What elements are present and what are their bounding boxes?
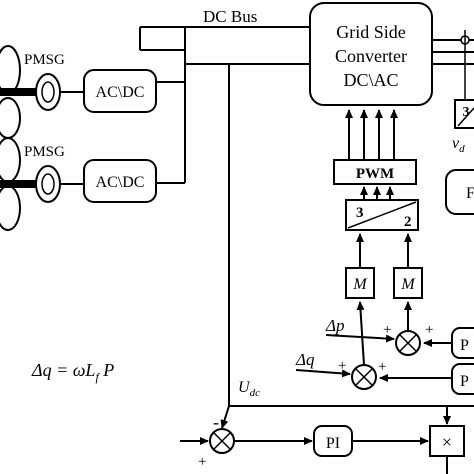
pmsg-2-label: PMSG [24, 144, 65, 160]
transform-in-label: 3 [356, 205, 364, 221]
dp-plus-right: + [425, 322, 433, 338]
multiplier-label: × [442, 432, 452, 452]
modulator-1-label: M [352, 276, 368, 293]
right-box-label: F [466, 185, 474, 202]
modulator-2 [393, 267, 423, 299]
udc-plus-sign: + [198, 454, 206, 470]
transform-block-right [454, 99, 474, 129]
acdc-converter-2 [83, 159, 157, 203]
wind-turbine-1 [0, 45, 38, 139]
p-controller-2-label: P [460, 373, 469, 390]
pwm-block [333, 159, 417, 185]
dq-plus-left: + [338, 358, 346, 374]
dp-plus-left: + [383, 322, 391, 338]
wind-turbine-2 [0, 137, 38, 231]
pmsg-1-label: PMSG [24, 52, 65, 68]
dc-bus-label: DC Bus [203, 7, 257, 26]
udc-minus-sign: - [213, 412, 219, 432]
dp-input-label: Δp [325, 316, 344, 335]
grid-side-converter [309, 2, 433, 106]
acdc-converter-2-label: AC\DC [96, 174, 145, 191]
udc-label: Udc [238, 379, 260, 399]
transform-out-label: 2 [404, 214, 412, 230]
grid-converter-line2: Converter [335, 46, 407, 66]
grid-output-lines [432, 30, 474, 100]
dc-bus-wiring [139, 26, 315, 184]
dq-equation: Δq = ωLf P [31, 360, 114, 384]
transform-right-label: 3 [463, 105, 470, 120]
dq-input-label: Δq [295, 350, 315, 369]
dq-plus-right: + [378, 359, 386, 375]
p-controller-1 [451, 327, 474, 359]
p-controller-2 [451, 363, 474, 395]
modulator-2-label: M [400, 276, 416, 293]
pi-controller-label: PI [326, 435, 340, 452]
vd-label: vd [452, 135, 465, 155]
pwm-label: PWM [356, 166, 394, 182]
acdc-converter-1-label: AC\DC [96, 84, 145, 101]
right-box [445, 169, 474, 215]
grid-converter-line3: DC\AC [343, 70, 398, 90]
grid-converter-line1: Grid Side [336, 22, 406, 42]
acdc-converter-1 [83, 69, 157, 113]
p-controller-1-label: P [460, 337, 469, 354]
modulator-1 [345, 267, 375, 299]
pwm-to-converter-arrows [345, 109, 398, 160]
